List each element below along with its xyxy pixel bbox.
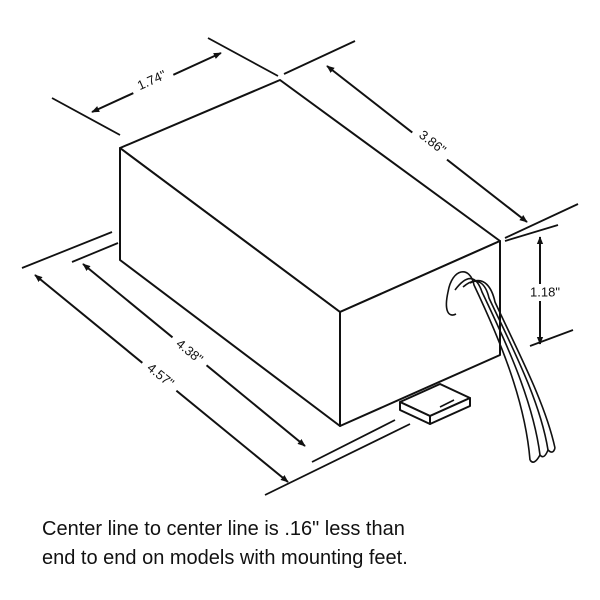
label-height-group: 1.18": [522, 284, 568, 301]
mounting-foot: [399, 383, 471, 425]
label-length-group: 3.86": [409, 122, 455, 163]
lead-wires-bundle: [445, 271, 556, 463]
label-height: 1.18": [530, 284, 560, 299]
label-center-to-center-group: 4.38": [166, 331, 212, 373]
caption-line-2: end to end on models with mounting feet.: [42, 547, 408, 569]
label-width-group: 1.74": [128, 63, 176, 98]
box-side-face: [339, 240, 501, 427]
caption-note: Center line to center line is .16" less …: [42, 515, 582, 573]
label-end-to-end-group: 4.57": [137, 355, 183, 397]
caption-line-1: Center line to center line is .16" less …: [42, 518, 405, 540]
